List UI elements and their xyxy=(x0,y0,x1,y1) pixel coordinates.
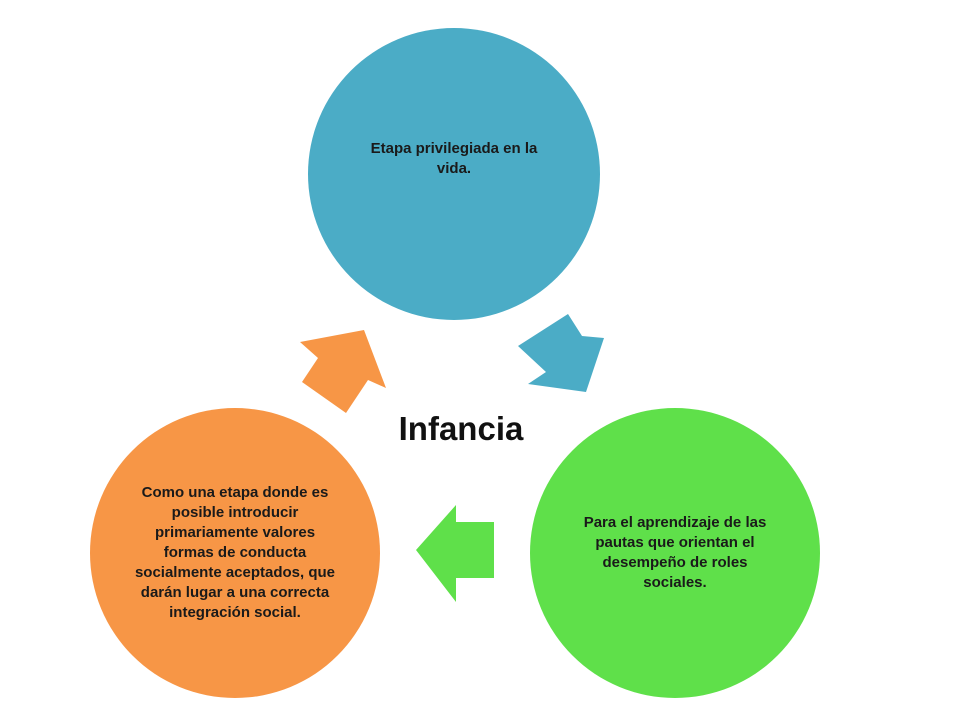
arrow-right-to-left xyxy=(416,505,494,602)
node-top: Etapa privilegiada en la vida. xyxy=(308,28,600,320)
node-right: Para el aprendizaje de las pautas que or… xyxy=(530,408,820,698)
node-top-text: Etapa privilegiada en la vida. xyxy=(370,140,538,177)
node-left-text: Como una etapa donde es posible introduc… xyxy=(134,484,336,621)
diagram-title: Infancia xyxy=(0,410,960,448)
arrow-top-to-right xyxy=(518,314,604,392)
node-left: Como una etapa donde es posible introduc… xyxy=(90,408,380,698)
node-right-text: Para el aprendizaje de las pautas que or… xyxy=(583,514,767,591)
arrow-left-to-top xyxy=(300,330,386,413)
diagram-title-text: Infancia xyxy=(398,410,524,447)
